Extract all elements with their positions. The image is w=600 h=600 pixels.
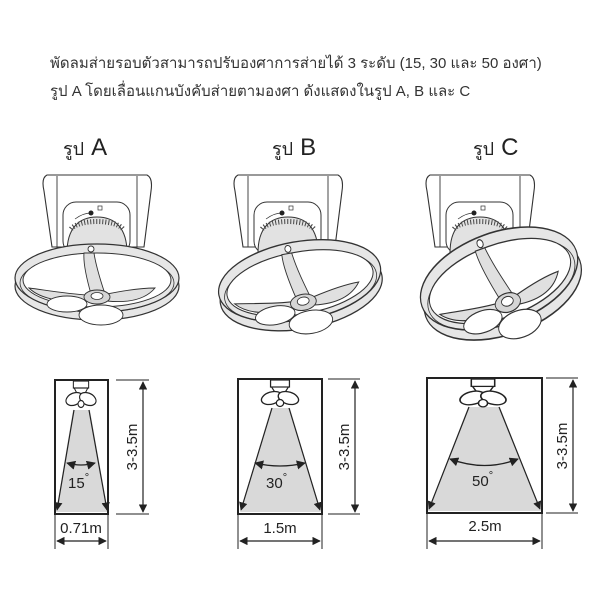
description-line-1: พัดลมส่ายรอบตัวสามารถปรับองศาการส่ายได้ … <box>50 55 542 72</box>
description-line-2: รูป A โดยเลื่อนแกนบังคับส่ายตามองศา ดังแ… <box>50 83 471 100</box>
angle-arc-b <box>254 460 306 470</box>
fan-illustration-b <box>211 175 391 349</box>
room-outline-c <box>426 377 543 514</box>
ceiling-mount-a <box>43 175 152 254</box>
angle-arc-a <box>66 460 96 470</box>
width-label-b: 1.5m <box>263 520 296 537</box>
coverage-diagram-b: 30° 3-3.5m 1.5m <box>237 378 360 549</box>
airflow-beam-c <box>428 407 541 511</box>
angle-label-b: 30° <box>266 472 287 492</box>
fan-cage-b <box>211 227 391 349</box>
fan-illustration-a <box>14 175 180 326</box>
height-label-a: 3-3.5m <box>124 424 141 471</box>
width-label-c: 2.5m <box>468 518 501 535</box>
coverage-diagram-a: 15° 3-3.5m 0.71m <box>54 379 149 549</box>
airflow-beam-a <box>56 410 108 512</box>
fan-head-icon-c <box>456 378 510 409</box>
fan-cage-a <box>14 243 180 326</box>
airflow-beam-b <box>240 408 321 512</box>
fan-head-icon-a <box>63 380 99 409</box>
room-outline-a <box>54 379 109 515</box>
fan-illustration-c <box>405 175 599 367</box>
height-label-b: 3-3.5m <box>336 424 353 471</box>
coverage-diagram-c: 50° 3-3.5m 2.5m <box>426 377 578 549</box>
angle-arc-c <box>449 457 519 467</box>
angle-label-a: 15° <box>68 472 89 492</box>
fan-head-icon-b <box>258 379 302 408</box>
room-outline-b <box>237 378 323 515</box>
height-label-c: 3-3.5m <box>554 423 571 470</box>
angle-label-c: 50° <box>472 470 493 490</box>
width-label-a: 0.71m <box>60 520 102 537</box>
